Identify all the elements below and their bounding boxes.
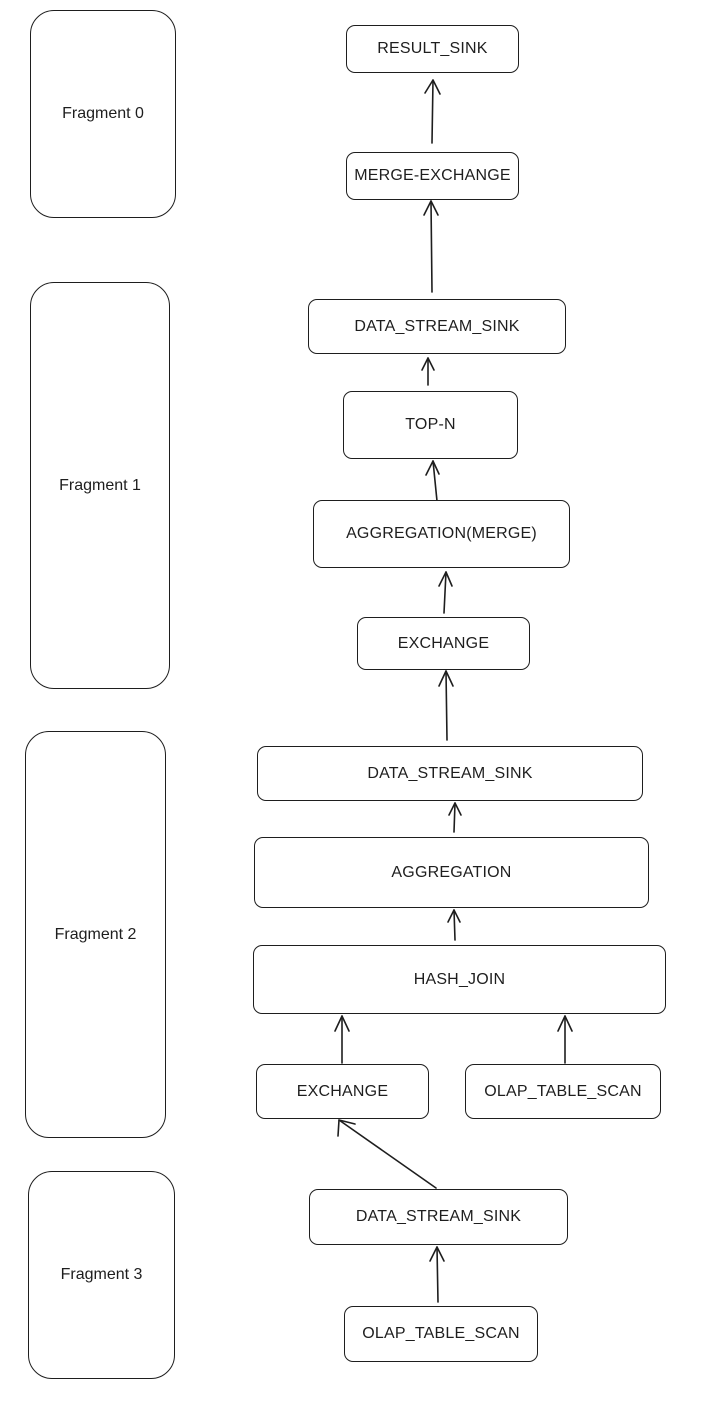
- node-f1-data-stream-sink: DATA_STREAM_SINK: [308, 299, 566, 354]
- node-f2-data-stream-sink: DATA_STREAM_SINK: [257, 746, 643, 801]
- node-f1-data-stream-sink-label: DATA_STREAM_SINK: [354, 317, 520, 335]
- edge-aggregation-to-data-stream-sink: [448, 802, 462, 833]
- node-merge-exchange-label: MERGE-EXCHANGE: [354, 167, 511, 184]
- node-hash-join: HASH_JOIN: [253, 945, 666, 1014]
- edge-merge-exchange-to-result-sink: [424, 79, 441, 144]
- edge-f2-data-stream-sink-to-exchange: [438, 670, 454, 741]
- node-f2-exchange: EXCHANGE: [256, 1064, 429, 1119]
- fragment-0-box: Fragment 0: [30, 10, 176, 218]
- edge-f3-data-stream-sink-to-exchange: [337, 1119, 437, 1189]
- fragment-1-label: Fragment 1: [59, 476, 141, 494]
- edge-exchange-to-hash-join: [334, 1015, 350, 1064]
- edge-olap-table-scan-to-hash-join: [557, 1015, 573, 1064]
- node-result-sink: RESULT_SINK: [346, 25, 519, 73]
- edge-top-n-to-data-stream-sink: [421, 357, 435, 386]
- node-f1-exchange-label: EXCHANGE: [397, 634, 490, 652]
- edge-hash-join-to-aggregation: [447, 909, 461, 941]
- node-result-sink-label: RESULT_SINK: [377, 40, 488, 57]
- node-aggregation-merge: AGGREGATION(MERGE): [313, 500, 570, 568]
- node-f1-exchange: EXCHANGE: [357, 617, 530, 670]
- node-aggregation: AGGREGATION: [254, 837, 649, 908]
- node-aggregation-label: AGGREGATION: [391, 863, 512, 881]
- node-merge-exchange: MERGE-EXCHANGE: [346, 152, 519, 200]
- fragment-3-label: Fragment 3: [60, 1266, 143, 1283]
- node-f3-olap-table-scan: OLAP_TABLE_SCAN: [344, 1306, 538, 1362]
- node-top-n: TOP-N: [343, 391, 518, 459]
- node-f2-data-stream-sink-label: DATA_STREAM_SINK: [367, 764, 533, 782]
- fragment-1-box: Fragment 1: [30, 282, 170, 689]
- node-f3-data-stream-sink-label: DATA_STREAM_SINK: [355, 1208, 522, 1225]
- node-top-n-label: TOP-N: [405, 416, 456, 433]
- edge-data-stream-sink-to-merge-exchange: [423, 200, 439, 293]
- edge-f3-olap-table-scan-to-data-stream-sink: [429, 1246, 445, 1303]
- node-f2-olap-table-scan: OLAP_TABLE_SCAN: [465, 1064, 661, 1119]
- edge-aggregation-merge-to-top-n: [425, 460, 440, 502]
- node-hash-join-label: HASH_JOIN: [413, 970, 506, 988]
- fragment-3-box: Fragment 3: [28, 1171, 175, 1379]
- fragment-2-label: Fragment 2: [54, 925, 137, 943]
- fragment-0-label: Fragment 0: [62, 105, 144, 122]
- node-f3-olap-table-scan-label: OLAP_TABLE_SCAN: [362, 1325, 520, 1342]
- edge-exchange-to-aggregation-merge: [438, 571, 453, 614]
- node-f3-data-stream-sink: DATA_STREAM_SINK: [309, 1189, 568, 1245]
- fragment-2-box: Fragment 2: [25, 731, 166, 1138]
- node-f2-olap-table-scan-label: OLAP_TABLE_SCAN: [484, 1082, 642, 1100]
- node-f2-exchange-label: EXCHANGE: [296, 1082, 389, 1100]
- node-aggregation-merge-label: AGGREGATION(MERGE): [346, 525, 537, 542]
